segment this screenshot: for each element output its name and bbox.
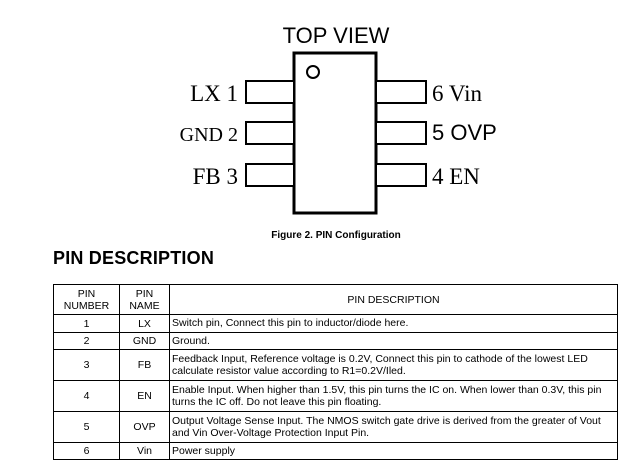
pin-name-cell: GND — [119, 332, 170, 350]
pin-name-cell: EN — [119, 380, 170, 412]
pin-2-lead — [245, 121, 295, 145]
pin-number-cell: 2 — [53, 332, 120, 350]
pin-name-cell: OVP — [119, 411, 170, 443]
header-pin-name: PIN NAME — [119, 284, 170, 315]
pin1-marker-circle — [306, 65, 320, 79]
section-title: PIN DESCRIPTION — [53, 248, 215, 268]
pin-3-lead — [245, 163, 295, 187]
pin-description-cell: Output Voltage Sense Input. The NMOS swi… — [169, 411, 618, 443]
pin-number-cell: 5 — [53, 411, 120, 443]
header-pin-description: PIN DESCRIPTION — [169, 284, 618, 315]
pin-label-ovp: 5 OVP — [432, 120, 497, 145]
pin-label-fb: FB 3 — [193, 164, 238, 189]
table-row: 1 LX Switch pin, Connect this pin to ind… — [53, 314, 618, 333]
pin-number-cell: 3 — [53, 349, 120, 381]
pin-number-cell: 1 — [53, 314, 120, 333]
pin-label-lx: LX 1 — [190, 81, 238, 106]
pin-number-cell: 4 — [53, 380, 120, 412]
pin-name-cell: Vin — [119, 442, 170, 460]
pin-1-lead — [245, 80, 295, 104]
figure-caption: Figure 2. PIN Configuration — [271, 230, 400, 241]
pin-label-gnd: GND 2 — [180, 124, 238, 146]
pin-description-cell: Enable Input. When higher than 1.5V, thi… — [169, 380, 618, 412]
table-header-row: PIN NUMBER PIN NAME PIN DESCRIPTION — [53, 284, 618, 315]
pin-label-en: 4 EN — [432, 164, 480, 189]
table-row: 3 FB Feedback Input, Reference voltage i… — [53, 349, 618, 381]
pin-4-lead — [375, 163, 427, 187]
table-row: 5 OVP Output Voltage Sense Input. The NM… — [53, 411, 618, 443]
table-row: 6 Vin Power supply — [53, 442, 618, 460]
pin-configuration-diagram: TOP VIEW LX 1 GND 2 FB 3 6 Vin 5 OVP 4 E… — [180, 23, 497, 241]
ic-package-body — [292, 51, 378, 215]
pin-name-cell: LX — [119, 314, 170, 333]
table-row: 2 GND Ground. — [53, 332, 618, 350]
top-view-title: TOP VIEW — [283, 23, 390, 48]
pin-name-cell: FB — [119, 349, 170, 381]
pin-5-lead — [375, 121, 427, 145]
pin-description-cell: Feedback Input, Reference voltage is 0.2… — [169, 349, 618, 381]
pin-description-cell: Power supply — [169, 442, 618, 460]
table-row: 4 EN Enable Input. When higher than 1.5V… — [53, 380, 618, 412]
pin-description-cell: Ground. — [169, 332, 618, 350]
pin-label-vin: 6 Vin — [432, 81, 482, 106]
pin-6-lead — [375, 80, 427, 104]
pin-description-table: PIN NUMBER PIN NAME PIN DESCRIPTION 1 LX… — [53, 284, 618, 460]
header-pin-number: PIN NUMBER — [53, 284, 120, 315]
pin-description-cell: Switch pin, Connect this pin to inductor… — [169, 314, 618, 333]
pin-number-cell: 6 — [53, 442, 120, 460]
